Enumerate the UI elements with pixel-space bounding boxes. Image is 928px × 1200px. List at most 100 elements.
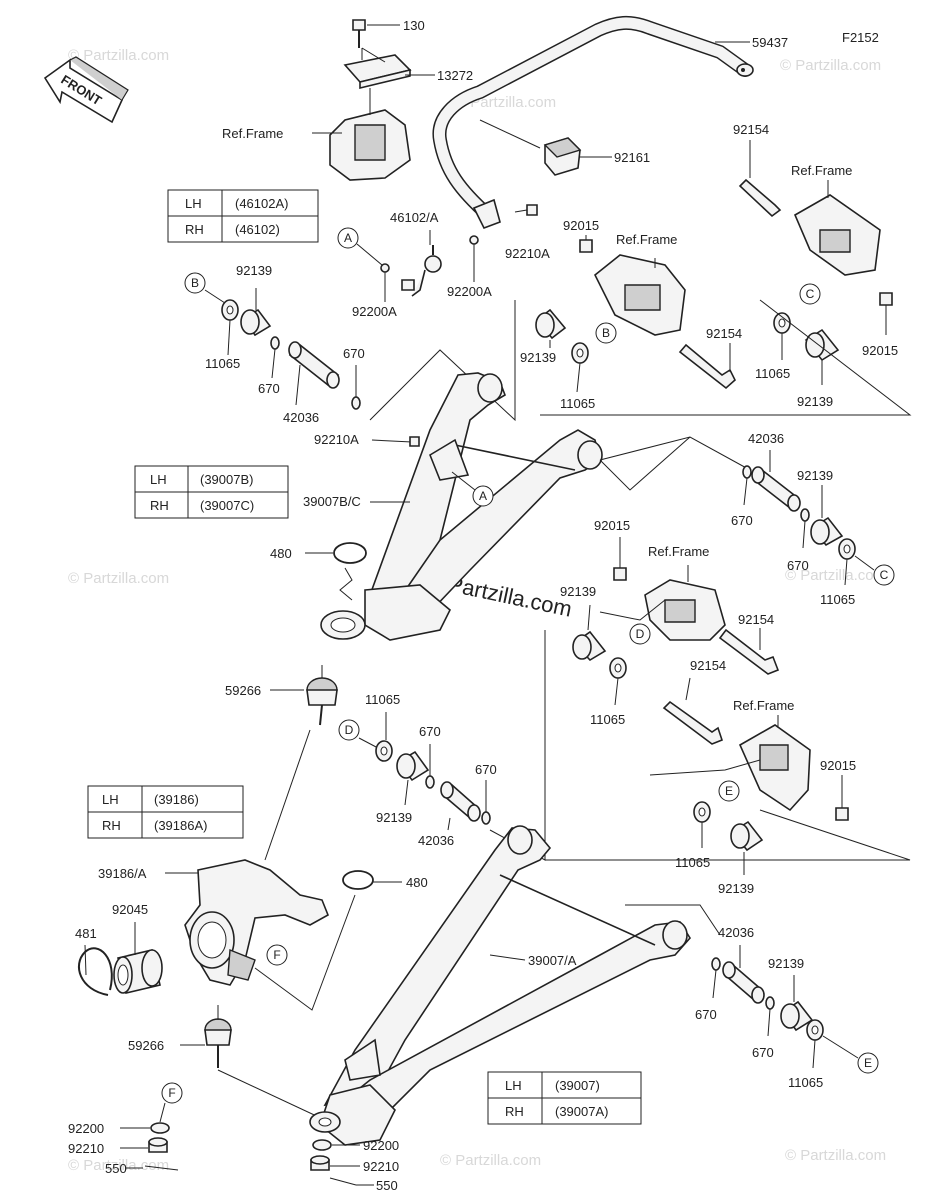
label-92154: 92154: [738, 612, 774, 627]
watermark: © Partzilla.com: [440, 1152, 541, 1169]
callout-a: A: [451, 471, 494, 507]
table-cell: LH: [505, 1078, 522, 1093]
label-92200: 92200: [363, 1138, 399, 1153]
svg-text:B: B: [602, 326, 610, 340]
label-670: 670: [419, 724, 441, 739]
label-ref-frame-5: Ref.Frame: [733, 698, 794, 713]
bolt-92154: [662, 677, 723, 745]
callout-b: B: [184, 272, 229, 306]
label-11065: 11065: [675, 855, 710, 870]
cotter-pin-550: [125, 1165, 179, 1171]
label-92015: 92015: [594, 518, 630, 533]
callout-d: D: [338, 719, 379, 749]
label-92139: 92139: [768, 956, 804, 971]
svg-text:A: A: [479, 489, 487, 503]
washer-11065: [221, 299, 239, 321]
bolt-92154: [718, 628, 780, 675]
svg-text:C: C: [806, 287, 815, 301]
svg-text:D: D: [345, 723, 354, 737]
watermark: © Partzilla.com: [785, 1147, 886, 1164]
label-39007bc: 39007B/C: [303, 494, 361, 509]
table-cell: (39186): [154, 792, 199, 807]
bushing-92139: [730, 820, 764, 875]
label-670: 670: [258, 381, 280, 396]
nut-92015: [613, 537, 627, 581]
label-92200a: 92200A: [352, 304, 397, 319]
label-92200a: 92200A: [447, 284, 492, 299]
label-ref-frame-1: Ref.Frame: [222, 126, 283, 141]
washer-11065: [693, 801, 711, 848]
cotter-pin-550: [329, 1177, 374, 1186]
circlip-480: [342, 870, 402, 890]
link-46102: [380, 204, 538, 302]
callout-c: C: [799, 283, 821, 305]
svg-text:E: E: [864, 1056, 872, 1070]
label-92045: 92045: [112, 902, 148, 917]
circlip-481: [77, 944, 113, 996]
collar-42036: [440, 781, 481, 831]
washer-11065: [773, 312, 791, 360]
frame-mount-stabilizer: [329, 88, 411, 181]
bushing-92161: [543, 137, 612, 176]
table-46102: LH (46102A) RH (46102): [167, 189, 319, 243]
stabilizer-bar-59437: [432, 16, 754, 230]
label-39007a: 39007/A: [528, 953, 577, 968]
label-550: 550: [105, 1161, 127, 1176]
label-92139: 92139: [718, 881, 754, 896]
table-cell: (39007): [555, 1078, 600, 1093]
washer-92200: [312, 1139, 360, 1151]
label-92015: 92015: [563, 218, 599, 233]
label-11065: 11065: [365, 692, 400, 707]
table-cell: (39007B): [200, 472, 253, 487]
oring-670: [711, 957, 721, 999]
label-42036: 42036: [418, 833, 454, 848]
collar-42036: [722, 945, 765, 1004]
label-59266: 59266: [225, 683, 261, 698]
table-cell: (39186A): [154, 818, 207, 833]
label-11065: 11065: [755, 366, 790, 381]
collar-42036: [751, 450, 801, 512]
callout-f: F: [266, 944, 288, 966]
bolt-92154: [678, 343, 736, 390]
label-11065: 11065: [205, 356, 240, 371]
ball-joint-59266-lower: [180, 1005, 232, 1068]
svg-text:D: D: [636, 627, 645, 641]
label-39186: 39186/A: [98, 866, 147, 881]
table-cell: (46102A): [235, 196, 288, 211]
label-42036: 42036: [748, 431, 784, 446]
washer-11065: [838, 538, 856, 586]
label-92210a: 92210A: [505, 246, 550, 261]
svg-text:F: F: [273, 948, 280, 962]
diagram-code: F2152: [842, 30, 879, 45]
label-ref-frame-3: Ref.Frame: [791, 163, 852, 178]
watermark: © Partzilla.com: [68, 1157, 169, 1174]
callout-b: B: [595, 322, 617, 344]
washer-11065: [806, 1019, 824, 1069]
label-92139: 92139: [236, 263, 272, 278]
label-92210: 92210: [363, 1159, 399, 1174]
oring-670: [765, 996, 775, 1037]
lower-a-arm-39007: [309, 825, 691, 1146]
frame-mount-upper-rear: [793, 180, 881, 276]
label-11065: 11065: [590, 712, 625, 727]
ball-joint-59266-upper: [270, 665, 338, 726]
nut-92210: [310, 1155, 360, 1171]
svg-text:F: F: [168, 1086, 175, 1100]
arm-ball-joint-socket: [320, 610, 366, 640]
label-92015: 92015: [820, 758, 856, 773]
label-670: 670: [787, 558, 809, 573]
label-92210a: 92210A: [314, 432, 359, 447]
bearing-92045: [113, 922, 163, 994]
washer-92200: [120, 1122, 170, 1134]
label-92139: 92139: [520, 350, 556, 365]
oring-670: [351, 365, 361, 410]
label-670: 670: [752, 1045, 774, 1060]
table-cell: (39007C): [200, 498, 254, 513]
label-92139: 92139: [797, 394, 833, 409]
washer-11065: [375, 712, 393, 762]
watermark: © Partzilla.com: [780, 57, 881, 74]
table-39007bc: LH (39007B) RH (39007C): [134, 465, 289, 519]
label-670: 670: [475, 762, 497, 777]
table-cell: RH: [150, 498, 169, 513]
